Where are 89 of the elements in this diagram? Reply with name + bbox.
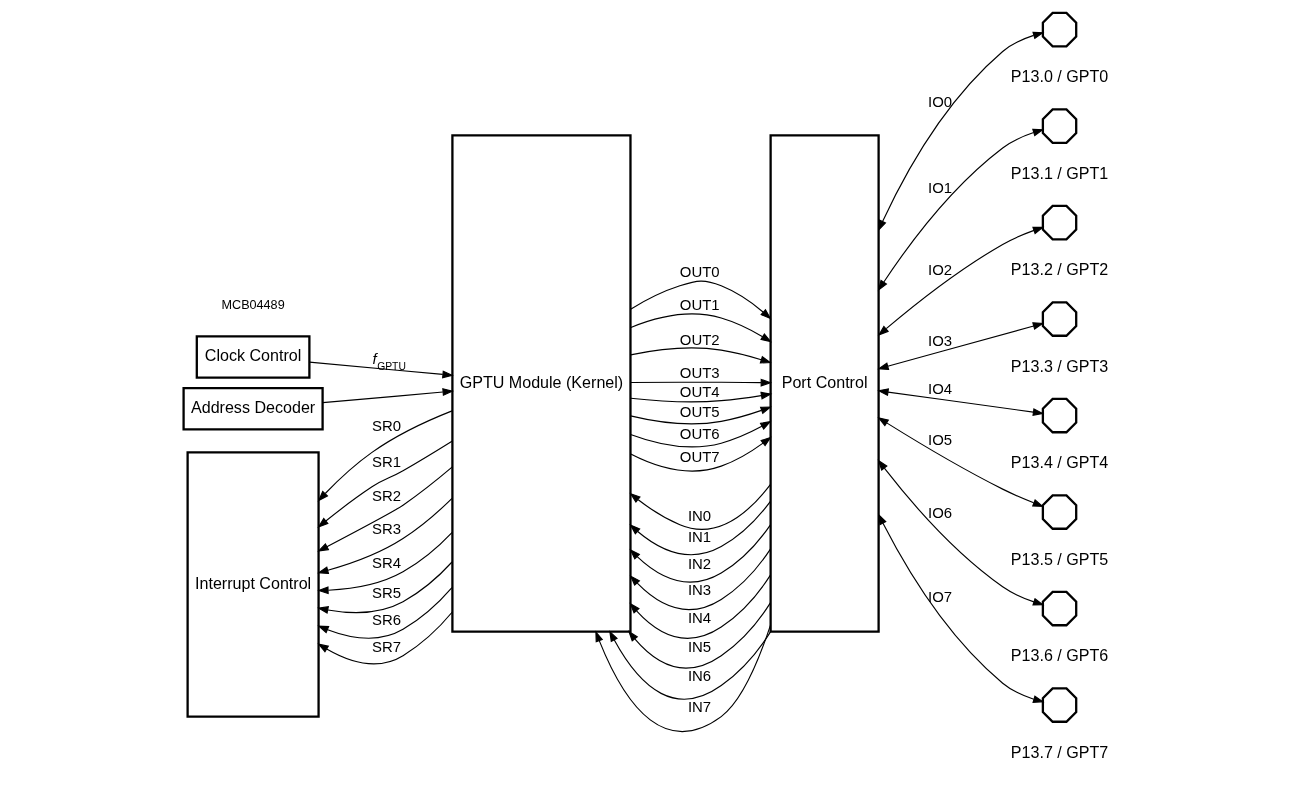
arrow	[630, 280, 772, 320]
node-octagon	[1041, 590, 1078, 627]
edge-label: IN2	[687, 554, 712, 572]
edge-label: SR6	[372, 611, 402, 629]
arrow	[317, 466, 453, 552]
node-octagon	[1041, 204, 1078, 241]
edge-label: IN3	[687, 581, 712, 599]
node-octagon	[1041, 397, 1078, 434]
edge-label: IN6	[687, 667, 712, 685]
arrow	[629, 500, 772, 556]
arrow	[627, 602, 772, 669]
arrow	[609, 630, 772, 700]
arrow	[877, 226, 1045, 337]
edge-label: SR1	[372, 452, 402, 470]
edge-label: SR7	[372, 637, 402, 655]
node-label: P13.1 / GPT1	[1010, 163, 1109, 182]
node-octagon	[1041, 687, 1078, 723]
arrow	[316, 561, 453, 614]
edge-label: IO1	[928, 179, 953, 197]
arrow	[317, 587, 453, 639]
node-box: Clock Control	[195, 335, 311, 379]
arrow	[630, 436, 772, 472]
edge-label: OUT7	[679, 448, 720, 466]
edge-label: IO7	[928, 588, 953, 606]
arrow	[630, 378, 773, 387]
edge-label: f$_{GPTU}$	[372, 350, 406, 372]
arrow	[317, 410, 453, 502]
edge-label: IN4	[687, 608, 712, 626]
arrow	[317, 440, 453, 528]
edge-label: IN7	[687, 698, 712, 716]
node-box: Address Decoder	[182, 386, 324, 431]
edge-label: OUT6	[679, 425, 720, 443]
edge-label: OUT3	[679, 364, 720, 382]
arrow	[317, 531, 453, 595]
arrow	[629, 524, 772, 583]
node-label: P13.6 / GPT6	[1010, 646, 1109, 665]
edge-label: IO6	[928, 504, 953, 522]
node-label: P13.4 / GPT4	[1010, 453, 1109, 472]
arrow	[877, 322, 1045, 371]
arrow	[629, 548, 771, 611]
node-box: Port Control	[769, 134, 880, 633]
node-label: P13.2 / GPT2	[1010, 260, 1109, 279]
arrow	[877, 459, 1045, 606]
edge-label: SR0	[372, 417, 402, 435]
arrow	[322, 388, 454, 404]
arrow	[877, 417, 1045, 507]
edge-label: IN5	[687, 637, 712, 655]
node-octagon	[1041, 301, 1078, 337]
arrow	[630, 347, 772, 364]
arrow	[630, 313, 773, 343]
label: MCB04489	[221, 297, 285, 312]
arrow	[877, 513, 1045, 703]
arrow	[317, 497, 453, 575]
edge-label: SR5	[372, 583, 402, 601]
arrow	[308, 361, 454, 379]
node-label: P13.0 / GPT0	[1010, 67, 1109, 86]
node-octagon	[1041, 108, 1078, 144]
arrow	[630, 391, 773, 403]
edge-label: IO2	[928, 260, 953, 278]
node-octagon	[1041, 11, 1078, 48]
arrow	[629, 483, 772, 530]
edge-label: SR2	[372, 487, 402, 505]
edge-label: IO3	[928, 332, 953, 349]
edge-label: IO4	[928, 380, 953, 398]
edge-label: IN1	[687, 528, 712, 546]
arrow	[629, 574, 772, 639]
arrow	[877, 31, 1045, 232]
node-label: P13.3 / GPT3	[1010, 356, 1109, 375]
arrow	[629, 420, 772, 448]
edge-label: OUT5	[679, 403, 720, 421]
node-label: P13.7 / GPT7	[1010, 742, 1109, 761]
arrow	[595, 624, 772, 733]
edge-label: IO5	[928, 430, 953, 448]
node-box: GPTU Module (Kernel)	[451, 134, 632, 633]
arrow	[877, 128, 1045, 292]
node-label: P13.5 / GPT5	[1010, 549, 1109, 568]
edge-label: SR3	[372, 520, 402, 538]
arrow	[629, 406, 772, 425]
edge-label: SR4	[372, 553, 402, 571]
edge-label: OUT4	[679, 382, 720, 400]
node-octagon	[1041, 494, 1078, 530]
edge-label: IO0	[928, 93, 953, 111]
node-box: Interrupt Control	[186, 451, 320, 718]
edge-label: IN0	[687, 506, 712, 524]
arrow	[317, 611, 453, 665]
edge-label: OUT1	[679, 296, 720, 314]
edge-label: OUT0	[679, 263, 720, 281]
edge-label: OUT2	[679, 330, 720, 348]
arrow	[877, 388, 1045, 417]
